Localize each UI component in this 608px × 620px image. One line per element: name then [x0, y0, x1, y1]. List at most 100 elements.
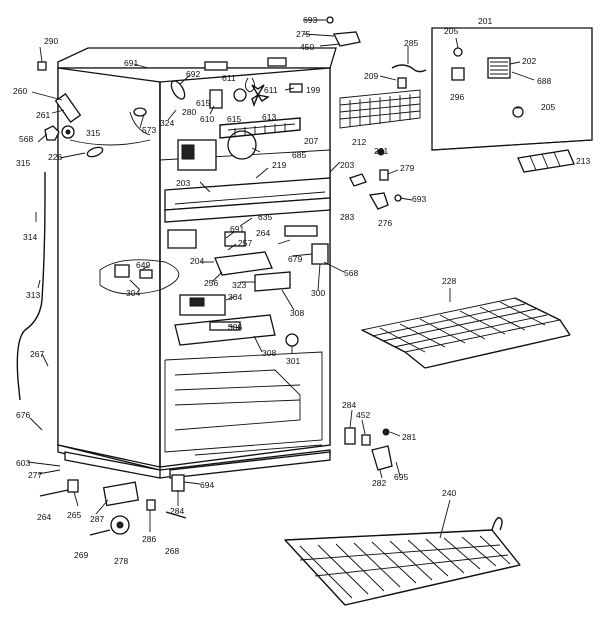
callout-226: 226 [48, 152, 62, 162]
callout-290: 290 [44, 36, 58, 46]
callout-568: 568 [19, 134, 33, 144]
crisper-basket-240 [284, 517, 521, 606]
callout-282: 282 [372, 478, 386, 488]
callout-205b: 205 [541, 102, 555, 112]
callout-201: 201 [478, 16, 492, 26]
callout-635: 635 [258, 212, 272, 222]
callout-610: 610 [200, 114, 214, 124]
control-panel-201 [431, 27, 593, 151]
callout-281: 281 [374, 146, 388, 156]
callout-280: 280 [182, 107, 196, 117]
callout-276: 276 [378, 218, 392, 228]
callout-315b: 315 [16, 158, 30, 168]
callout-264b: 264 [256, 228, 270, 238]
callout-692: 692 [186, 69, 200, 79]
grommet-301 [285, 333, 299, 347]
callout-323: 323 [232, 280, 246, 290]
callout-296: 296 [450, 92, 464, 102]
drain-tube [16, 172, 46, 401]
top-hinge [326, 16, 361, 47]
callout-287: 287 [90, 514, 104, 524]
callout-695: 695 [394, 472, 408, 482]
callout-275: 275 [296, 29, 310, 39]
callout-615: 615 [196, 98, 210, 108]
fresh-food-liner [164, 351, 323, 456]
callout-611: 611 [222, 73, 236, 83]
callout-676: 676 [16, 410, 30, 420]
callout-685: 685 [292, 150, 306, 160]
control-housing [167, 225, 329, 292]
callout-260: 260 [13, 86, 27, 96]
callout-256: 256 [204, 278, 218, 288]
callout-281b: 281 [402, 432, 416, 442]
callout-691: 691 [124, 58, 138, 68]
callout-257: 257 [238, 238, 252, 248]
callout-265: 265 [67, 510, 81, 520]
callout-568b: 568 [344, 268, 358, 278]
callout-613: 613 [262, 112, 276, 122]
callout-279: 279 [400, 163, 414, 173]
leader-lines [27, 19, 535, 539]
callout-694: 694 [200, 480, 214, 490]
callout-611b: 611 [264, 85, 278, 95]
callout-278: 278 [114, 556, 128, 566]
callout-304b: 304 [228, 292, 242, 302]
door-hinge-parts [349, 148, 402, 210]
left-side-parts [37, 61, 104, 158]
light-socket-assembly [99, 259, 180, 295]
callout-300: 300 [311, 288, 325, 298]
callout-308: 308 [290, 308, 304, 318]
callout-labels: 290 691 260 261 568 315 315 226 314 313 … [13, 15, 590, 566]
callout-693b: 693 [412, 194, 426, 204]
top-parts [133, 57, 303, 117]
callout-284b: 284 [342, 400, 356, 410]
callout-679: 679 [288, 254, 302, 264]
fresh-food-shelf-228 [360, 297, 571, 369]
callout-693: 693 [303, 15, 317, 25]
lower-hinge-parts [344, 427, 393, 471]
callout-284: 284 [170, 506, 184, 516]
callout-283: 283 [340, 212, 354, 222]
callout-450: 450 [300, 42, 314, 52]
callout-691b: 691 [230, 224, 244, 234]
callout-204: 204 [190, 256, 204, 266]
callout-452: 452 [356, 410, 370, 420]
damper-control [174, 294, 276, 346]
callout-264: 264 [37, 512, 51, 522]
freezer-shelf-212 [339, 89, 421, 129]
callout-228: 228 [442, 276, 456, 286]
callout-269: 269 [74, 550, 88, 560]
callout-301: 301 [286, 356, 300, 366]
callout-313: 313 [26, 290, 40, 300]
callout-306: 306 [228, 322, 242, 332]
callout-603: 603 [16, 458, 30, 468]
ice-tray-213 [517, 149, 575, 173]
callout-199: 199 [306, 85, 320, 95]
callout-203: 203 [176, 178, 190, 188]
callout-202: 202 [522, 56, 536, 66]
callout-268: 268 [165, 546, 179, 556]
callout-308b: 308 [262, 348, 276, 358]
callout-261: 261 [36, 110, 50, 120]
bottom-left-parts [39, 474, 187, 536]
callout-286: 286 [142, 534, 156, 544]
callout-649: 649 [136, 260, 150, 270]
callout-212: 212 [352, 137, 366, 147]
callout-324: 324 [160, 118, 174, 128]
callout-314: 314 [23, 232, 37, 242]
callout-615b: 615 [227, 114, 241, 124]
callout-277: 277 [28, 470, 42, 480]
callout-240: 240 [442, 488, 456, 498]
callout-213: 213 [576, 156, 590, 166]
callout-205: 205 [444, 26, 458, 36]
base-front-rail [64, 451, 331, 479]
callout-209: 209 [364, 71, 378, 81]
callout-203b: 203 [340, 160, 354, 170]
callout-573: 573 [142, 125, 156, 135]
callout-267: 267 [30, 349, 44, 359]
callout-207: 207 [304, 136, 318, 146]
callout-219: 219 [272, 160, 286, 170]
wire-harness [391, 64, 427, 89]
callout-688: 688 [537, 76, 551, 86]
